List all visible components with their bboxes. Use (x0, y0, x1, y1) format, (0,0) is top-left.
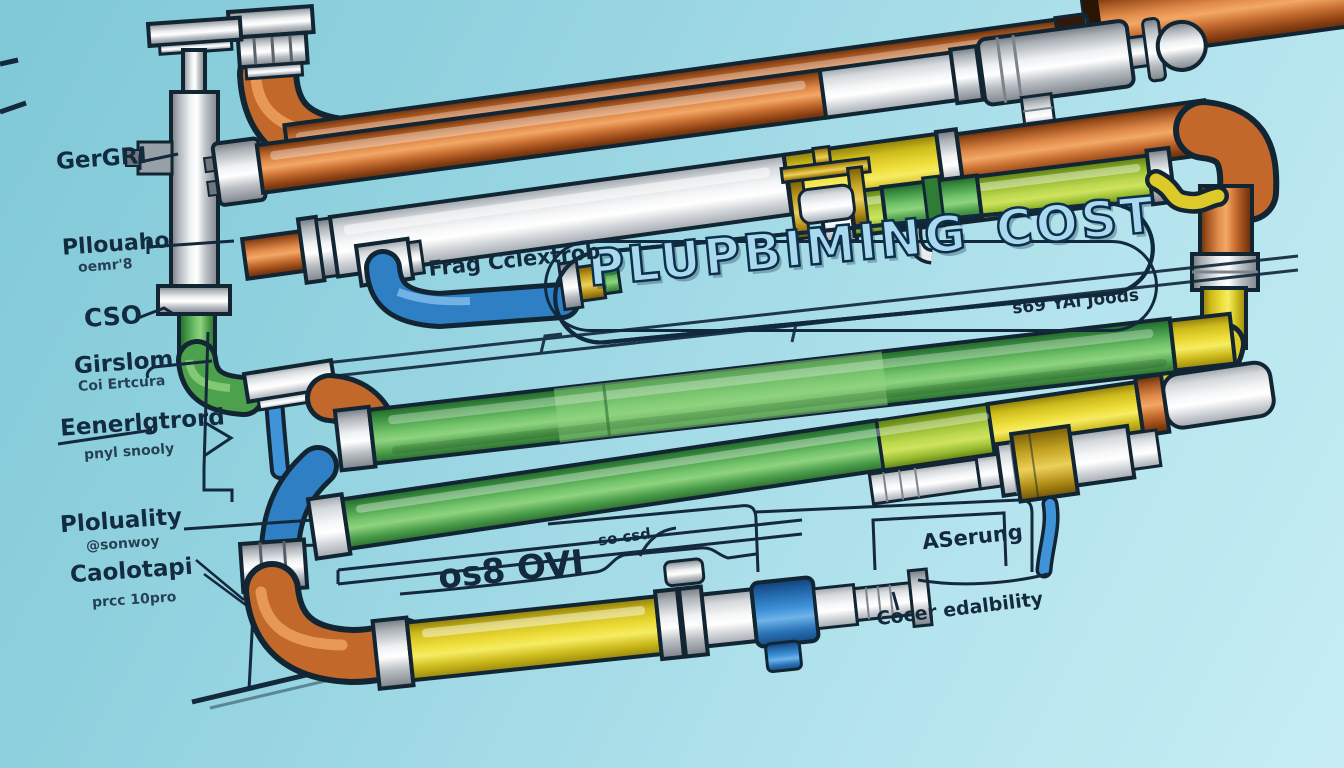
lime-branch-pipe (779, 144, 1229, 265)
long-green-pipe (241, 311, 1238, 473)
left-standpipe (125, 15, 265, 417)
threaded-fitting-cluster (867, 423, 1163, 506)
bottom-orange-yellow-blue-pipe (237, 526, 934, 691)
title-capsule-outline-2 (544, 240, 1158, 332)
green-socket (879, 173, 985, 232)
copper-white-valve-pipe (202, 16, 1208, 207)
annotation-brackets (547, 498, 1049, 611)
gold-valve (779, 144, 872, 241)
label-cso: CSO (83, 300, 144, 333)
green-lime-yellow-pipe (305, 360, 1276, 579)
